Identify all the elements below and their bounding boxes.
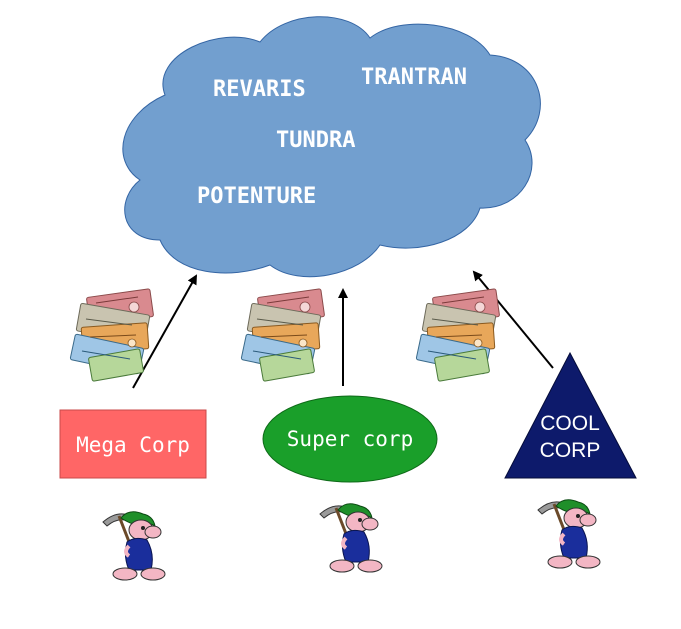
mega-corp-box (59, 409, 207, 479)
money-icon (415, 288, 501, 382)
money-icon (69, 288, 155, 382)
cloud-label-trantran: TRANTRAN (361, 65, 467, 90)
super-corp-ellipse (262, 395, 438, 483)
miner-icon (536, 497, 602, 570)
money-icon (240, 288, 326, 382)
cloud-label-potenture: POTENTURE (197, 184, 316, 209)
arrow-cool-to-cloud (472, 270, 554, 369)
cloud-shape (122, 16, 541, 278)
cloud-label-tundra: TUNDRA (276, 128, 355, 153)
cool-corp-triangle (504, 351, 637, 479)
super-corp-node: Super corp (262, 395, 438, 483)
mega-corp-node: Mega Corp (59, 409, 207, 479)
super-corp-label: Super corp (287, 427, 413, 451)
miner-icon (101, 509, 167, 582)
mega-corp-label: Mega Corp (76, 433, 190, 457)
cool-corp-label-line1: COOL (540, 412, 600, 435)
cool-corp-label-line2: CORP (540, 439, 601, 462)
cloud: REVARIS TRANTRAN TUNDRA POTENTURE (122, 16, 541, 278)
cloud-label-revaris: REVARIS (213, 77, 306, 102)
miner-icon (318, 501, 384, 574)
cool-corp-node: COOL CORP (504, 351, 637, 479)
